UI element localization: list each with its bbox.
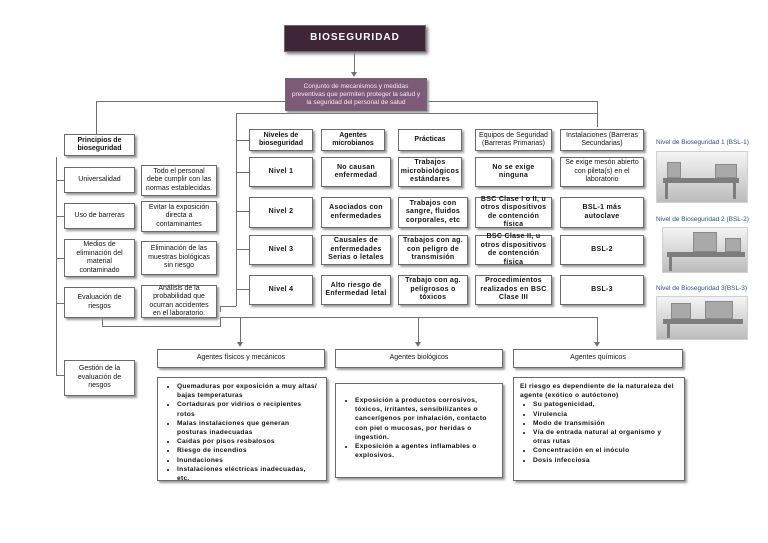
agent-item: Caídas por pisos resbalosos [177, 437, 320, 446]
agent-item: Quemaduras por exposición a muy altas/ b… [177, 382, 320, 400]
connector-line [236, 249, 249, 250]
principle-universalidad: Universalidad [64, 167, 135, 193]
arrow-head [415, 342, 421, 347]
connector-line [597, 317, 598, 344]
bsl3-lab-image [656, 296, 748, 340]
connector-line [418, 317, 419, 344]
connector-line [56, 258, 64, 259]
bsl2-lab-image [662, 227, 748, 273]
connector-line [102, 326, 220, 327]
connector-line [236, 113, 598, 114]
level-3-equipos: BSC Clase II, u otros dispositivos de co… [475, 233, 552, 266]
principle-barreras-desc: Evitar la exposición directa a contamina… [141, 201, 217, 232]
agent-item: Modo de transmisión [533, 419, 678, 428]
connector-line [236, 211, 249, 212]
agents-chemical-header: Agentes químicos [513, 349, 683, 368]
connector-line [56, 180, 64, 181]
connector-line [236, 172, 249, 173]
agent-item: Vía de entrada natural al organismo y ot… [533, 428, 678, 446]
levels-header-agentes: Agentes microbianos [321, 129, 385, 151]
connector-line [240, 317, 241, 344]
connector-line [220, 306, 221, 312]
principle-barreras: Uso de barreras [64, 203, 135, 229]
levels-header-instalaciones: Instalaciones (Barreras Secundarias) [560, 129, 644, 151]
connector-line [428, 101, 598, 102]
level-4-instalaciones: BSL-3 [560, 275, 644, 305]
arrow-head [594, 342, 600, 347]
agent-item: Concentración en el inóculo [533, 446, 678, 455]
principle-universalidad-desc: Todo el personal debe cumplir con las no… [141, 165, 217, 196]
bsl1-caption: Nivel de Bioseguridad 1 (BSL-1) [656, 139, 749, 146]
connector-line [56, 303, 64, 304]
level-2-instalaciones: BSL-1 más autoclave [560, 197, 644, 228]
levels-header-practicas: Prácticas [398, 129, 462, 151]
connector-line [220, 317, 598, 318]
bsl3-caption: Nivel de Bioseguridad 3(BSL-3) [656, 285, 748, 292]
physical-items: Quemaduras por exposición a muy altas/ b… [164, 382, 320, 483]
connector-line [220, 306, 236, 307]
agent-item: Exposición a agentes inflamables o explo… [355, 442, 496, 460]
level-2-practicas: Trabajos con sangre, fluidos corporales,… [398, 197, 468, 228]
connector-line [597, 101, 598, 127]
chemical-intro: El riesgo es dependiente de la naturalez… [520, 383, 674, 400]
level-3-agentes: Causales de enfermedades Serias o letale… [321, 235, 391, 265]
biological-items: Exposición a productos corrosivos, tóxic… [342, 396, 496, 460]
chemical-items: Su patogenicidad,VirulenciaModo de trans… [520, 400, 678, 464]
agents-chemical-list: El riesgo es dependiente de la naturalez… [513, 377, 685, 481]
principle-gestion: Gestión de la evaluación de riesgos [64, 360, 135, 396]
bsl1-lab-image [656, 151, 748, 203]
level-1-equipos: No se exige ninguna [475, 157, 552, 187]
connector-line [56, 375, 64, 376]
connector-line [96, 101, 288, 102]
bsl2-caption: Nivel de Bioseguridad 2 (BSL-2) [656, 216, 749, 223]
arrow-head [351, 72, 357, 77]
connector-line [102, 318, 103, 327]
agent-item: Malas instalaciones que generan posturas… [177, 419, 320, 437]
level-1-practicas: Trabajos microbiológicos estándares [398, 157, 462, 187]
level-4-equipos: Procedimientos realizados en BSC Clase I… [475, 275, 552, 305]
level-4-label: Nivel 4 [249, 275, 313, 305]
agents-physical-header: Agentes físicos y mecánicos [157, 349, 325, 368]
level-4-agentes: Alto riesgo de Enfermedad letal [321, 275, 391, 305]
agent-item: Inundaciones [177, 456, 320, 465]
arrow-head [237, 342, 243, 347]
principle-evaluacion-desc: Análisis de la probabilidad que ocurran … [141, 285, 217, 318]
connector-line [56, 216, 64, 217]
agents-physical-list: Quemaduras por exposición a muy altas/ b… [157, 377, 327, 483]
agent-item: Exposición a productos corrosivos, tóxic… [355, 396, 496, 442]
principle-eliminacion-desc: Eliminación de las muestras biológicas s… [141, 241, 217, 275]
levels-header-equipos: Equipos de Seguridad (Barreras Primarias… [475, 129, 552, 151]
connector-line [220, 318, 221, 327]
level-1-agentes: No causan enfermedad [321, 157, 391, 187]
connector-line [236, 289, 249, 290]
connector-line [354, 53, 355, 75]
agents-biological-list: Exposición a productos corrosivos, tóxic… [335, 383, 503, 478]
level-2-equipos: BSC Clase I o II, u otros dispositivos d… [475, 196, 552, 228]
connector-line [96, 101, 97, 134]
level-1-instalaciones: Se exige mesón abierto con pileta(s) en … [560, 157, 644, 187]
agent-item: Virulencia [533, 410, 678, 419]
level-2-label: Nivel 2 [249, 197, 313, 228]
level-3-instalaciones: BSL-2 [560, 235, 644, 265]
level-1-label: Nivel 1 [249, 157, 313, 187]
agent-item: Cortaduras por vidrios o recipientes rot… [177, 400, 320, 418]
level-2-agentes: Asociados con enfermedades [321, 197, 391, 228]
agent-item: Riesgo de incendios [177, 446, 320, 455]
levels-header-niveles: Niveles de bioseguridad [249, 129, 313, 151]
definition-box: Conjunto de mecanismos y medidas prevent… [285, 78, 427, 111]
level-3-practicas: Trabajos con ag. con peligro de transmis… [398, 235, 468, 265]
agents-biological-header: Agentes biológicos [335, 349, 503, 368]
agent-item: Dosis infecciosa [533, 456, 678, 465]
principle-evaluacion: Evaluación de riesgos [64, 287, 135, 318]
principles-header: Principios de bioseguridad [64, 134, 135, 156]
level-4-practicas: Trabajo con ag. peligrosos o tóxicos [398, 275, 468, 305]
connector-line [236, 140, 249, 141]
connector-line [236, 113, 237, 306]
connector-line [56, 157, 57, 375]
agent-item: Instalaciones eléctricas inadecuadas, et… [177, 465, 320, 483]
agent-item: Su patogenicidad, [533, 400, 678, 409]
principle-eliminacion: Medios de eliminación del material conta… [64, 239, 135, 277]
page-title: BIOSEGURIDAD [284, 25, 426, 52]
level-3-label: Nivel 3 [249, 235, 313, 265]
